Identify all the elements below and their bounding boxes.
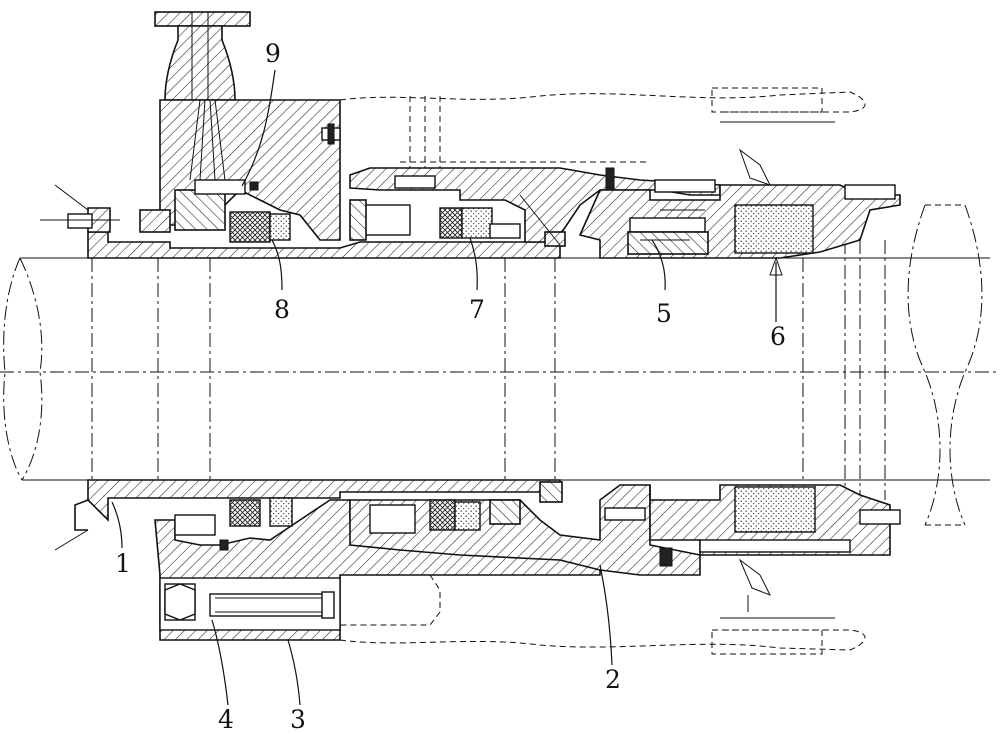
part-labels: 9 8 7 5 6 1 2 4 3	[115, 39, 786, 734]
label-4: 4	[218, 705, 234, 734]
label-9: 9	[265, 39, 281, 68]
label-5: 5	[656, 299, 672, 328]
label-3: 3	[290, 705, 306, 734]
bearing-bracket-phantom-upper	[339, 87, 866, 186]
label-8: 8	[274, 295, 290, 324]
leaders	[111, 69, 783, 706]
bearing-bracket-phantom-lower	[339, 595, 866, 655]
label-7: 7	[469, 295, 485, 324]
outer-seal-upper	[578, 167, 901, 259]
packing-seal-upper	[174, 179, 291, 243]
gland-flange-lower	[154, 497, 601, 641]
middle-seal-upper	[349, 167, 721, 247]
label-6: 6	[770, 322, 786, 351]
left-bolt-upper	[40, 184, 171, 233]
label-1: 1	[115, 549, 131, 578]
outer-seal-lower	[604, 484, 901, 596]
label-2: 2	[605, 665, 621, 694]
